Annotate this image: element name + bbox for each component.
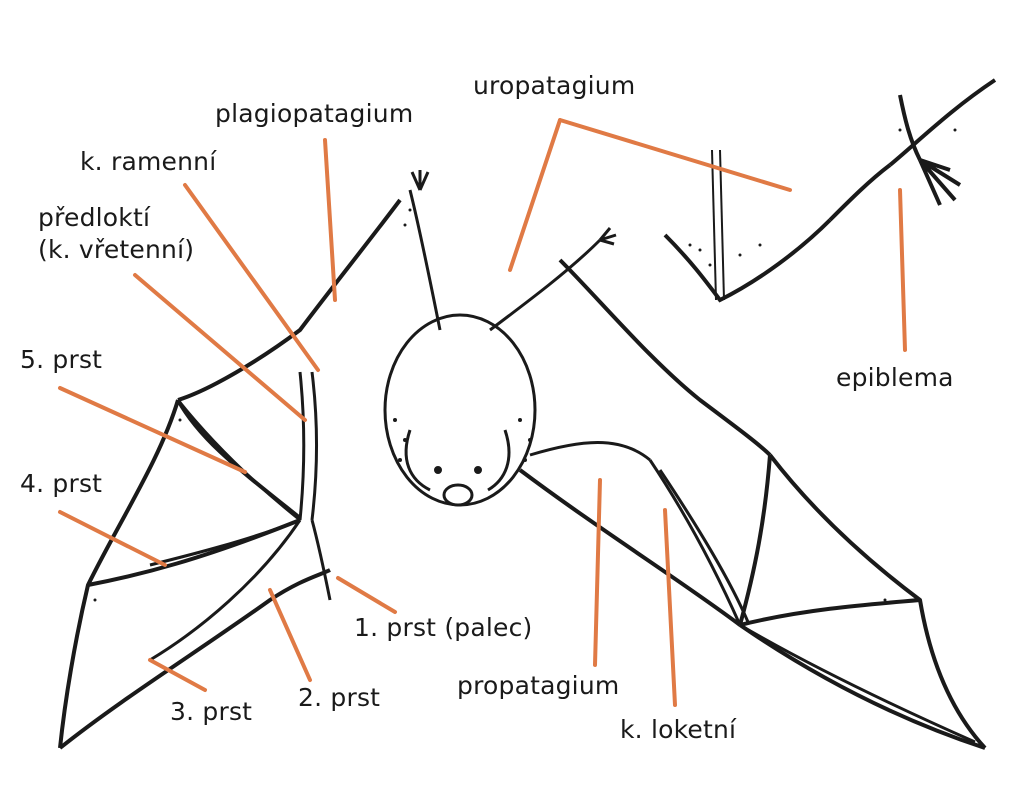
left-wing xyxy=(58,198,402,750)
label-epiblema: epiblema xyxy=(836,363,954,392)
tail-inset xyxy=(663,78,997,303)
label-uropatagium: uropatagium xyxy=(473,71,636,100)
leader-prst5 xyxy=(58,386,247,474)
label-prst3: 3. prst xyxy=(170,697,253,726)
leader-prst4 xyxy=(58,510,167,567)
leader-plagiopatagium xyxy=(323,138,337,302)
label-k-ramenni: k. ramenní xyxy=(80,147,217,176)
label-prst1: 1. prst (palec) xyxy=(354,613,533,642)
label-k-loketni: k. loketní xyxy=(620,715,737,744)
label-prst2: 2. prst xyxy=(298,683,381,712)
finger-bones xyxy=(149,371,976,744)
label-predlokti-line2: (k. vřetenní) xyxy=(38,235,195,264)
label-propatagium: propatagium xyxy=(457,671,620,700)
leader-uropatagium-right xyxy=(558,118,792,192)
label-prst5: 5. prst xyxy=(20,345,103,374)
leader-propatagium xyxy=(593,478,602,667)
leader-prst1 xyxy=(336,576,397,614)
leader-epiblema xyxy=(898,188,907,352)
leader-predlokti xyxy=(133,273,307,422)
label-predlokti-line1: předloktí xyxy=(38,203,151,232)
leader-prst3 xyxy=(148,658,207,692)
right-wing xyxy=(518,258,987,750)
leader-k-loketni xyxy=(663,508,677,707)
label-prst4: 4. prst xyxy=(20,469,103,498)
bat-body xyxy=(383,170,617,507)
fur-stippling xyxy=(93,128,957,602)
label-plagiopatagium: plagiopatagium xyxy=(215,99,414,128)
leader-lines xyxy=(58,118,907,707)
leader-prst2 xyxy=(268,588,312,682)
leader-uropatagium-left xyxy=(508,118,562,272)
leader-k-ramenni xyxy=(183,183,320,372)
